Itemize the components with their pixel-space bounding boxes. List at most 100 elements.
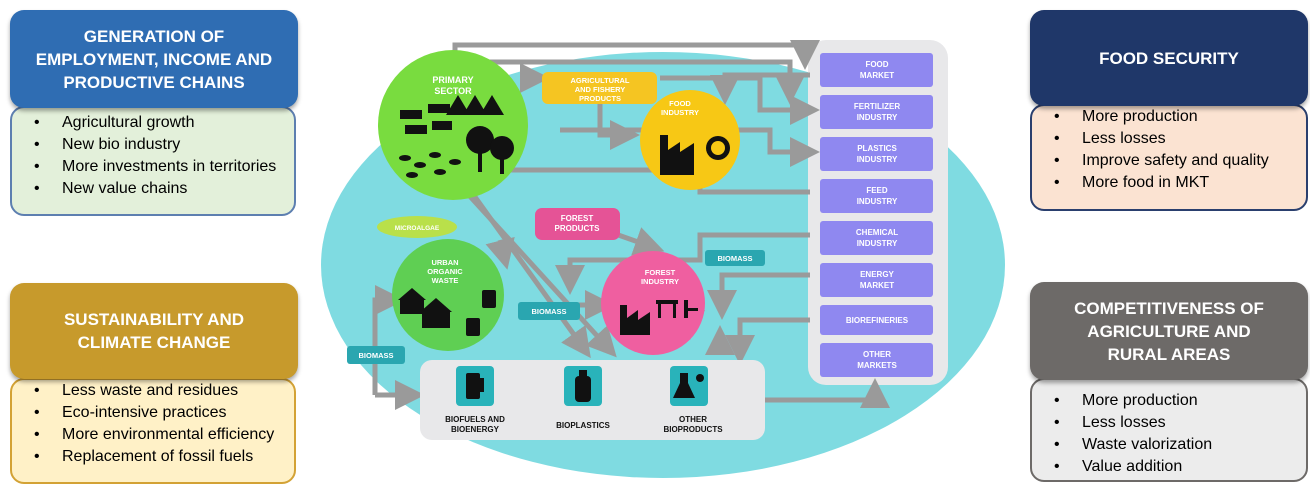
svg-text:AGRICULTURAL: AGRICULTURAL xyxy=(570,76,629,85)
employment-list: Agricultural growth New bio industry Mor… xyxy=(12,112,294,200)
factory-plate-icon xyxy=(660,135,730,175)
forest-products-tag xyxy=(535,208,620,240)
svg-text:PLASTICS: PLASTICS xyxy=(857,144,897,153)
list-item: More production xyxy=(1054,106,1306,128)
svg-text:BIOPRODUCTS: BIOPRODUCTS xyxy=(663,425,723,434)
agri-products-tag xyxy=(542,72,657,104)
list-item: Less losses xyxy=(1054,128,1306,150)
svg-text:INDUSTRY: INDUSTRY xyxy=(857,197,898,206)
svg-text:BIOREFINERIES: BIOREFINERIES xyxy=(846,316,909,325)
biomass-tag-3 xyxy=(347,346,405,364)
list-item: Improve safety and quality xyxy=(1054,150,1306,172)
agri-products-label: AGRICULTURAL AND FISHERY PRODUCTS xyxy=(570,76,629,103)
competitiveness-list: More production Less losses Waste valori… xyxy=(1032,390,1306,478)
biomass-tag-2 xyxy=(518,302,580,320)
market-box xyxy=(820,137,933,171)
houses-trash-icon xyxy=(398,288,496,336)
biomass-label-1: BIOMASS xyxy=(717,254,752,263)
svg-text:INDUSTRY: INDUSTRY xyxy=(857,239,898,248)
livestock-fish-trees-icon xyxy=(399,95,514,178)
employment-card-body: Agricultural growth New bio industry Mor… xyxy=(10,106,296,216)
competitiveness-card-title: COMPETITIVENESS OF AGRICULTURE AND RURAL… xyxy=(1030,282,1308,380)
sustainability-card-title: SUSTAINABILITY AND CLIMATE CHANGE xyxy=(10,283,298,379)
list-item: New value chains xyxy=(34,178,294,200)
list-item: Value addition xyxy=(1054,456,1306,478)
svg-text:FOOD: FOOD xyxy=(865,60,888,69)
list-item: Agricultural growth xyxy=(34,112,294,134)
svg-text:MARKET: MARKET xyxy=(860,281,894,290)
svg-text:INDUSTRY: INDUSTRY xyxy=(857,155,898,164)
forest-industry-label: FOREST INDUSTRY xyxy=(641,268,679,286)
svg-text:WASTE: WASTE xyxy=(432,276,459,285)
svg-text:ENERGY: ENERGY xyxy=(860,270,894,279)
svg-text:MARKET: MARKET xyxy=(860,71,894,80)
biomass-label-2: BIOMASS xyxy=(531,307,566,316)
list-item: Less losses xyxy=(1054,412,1306,434)
list-item: More investments in territories xyxy=(34,156,294,178)
market-box xyxy=(820,305,933,335)
svg-text:INDUSTRY: INDUSTRY xyxy=(661,108,699,117)
svg-text:SECTOR: SECTOR xyxy=(434,86,472,96)
bottle-icon xyxy=(575,370,591,402)
market-box xyxy=(820,343,933,377)
svg-text:CHEMICAL: CHEMICAL xyxy=(856,228,898,237)
microalgae-label: MICROALGAE xyxy=(395,225,440,232)
market-box xyxy=(820,179,933,213)
svg-text:PRIMARY: PRIMARY xyxy=(432,75,473,85)
biomass-tag-1 xyxy=(705,250,765,266)
market-labels: FOOD MARKET FERTILIZER INDUSTRY PLASTICS IN… xyxy=(846,60,909,370)
forest-industry-circle xyxy=(601,251,705,355)
svg-text:FERTILIZER: FERTILIZER xyxy=(854,102,900,111)
urban-waste-label: URBAN ORGANIC WASTE xyxy=(427,258,463,285)
market-box xyxy=(820,263,933,297)
svg-text:BIOENERGY: BIOENERGY xyxy=(451,425,500,434)
list-item: More food in MKT xyxy=(1054,172,1306,194)
factory-furniture-icon xyxy=(620,300,698,335)
svg-text:ORGANIC: ORGANIC xyxy=(427,267,463,276)
svg-text:INDUSTRY: INDUSTRY xyxy=(857,113,898,122)
market-box xyxy=(820,95,933,129)
svg-text:PRODUCTS: PRODUCTS xyxy=(555,224,601,233)
flask-molecule-icon xyxy=(673,373,704,398)
food-security-list: More production Less losses Improve safe… xyxy=(1032,106,1306,194)
food-security-card-body: More production Less losses Improve safe… xyxy=(1030,104,1308,211)
primary-sector-label: PRIMARY SECTOR xyxy=(432,75,473,96)
svg-text:FOREST: FOREST xyxy=(645,268,676,277)
forest-products-label: FOREST PRODUCTS xyxy=(555,214,601,233)
list-item: Replacement of fossil fuels xyxy=(34,446,294,468)
competitiveness-card-body: More production Less losses Waste valori… xyxy=(1030,378,1308,482)
svg-text:INDUSTRY: INDUSTRY xyxy=(641,277,679,286)
primary-sector-circle xyxy=(378,50,528,200)
svg-text:FEED: FEED xyxy=(866,186,888,195)
svg-text:FOREST: FOREST xyxy=(561,214,594,223)
list-item: Waste valorization xyxy=(1054,434,1306,456)
sustainability-list: Less waste and residues Eco-intensive pr… xyxy=(12,380,294,468)
market-box xyxy=(820,53,933,87)
fuel-pump-icon xyxy=(466,373,484,399)
market-box xyxy=(820,221,933,255)
list-item: More environmental efficiency xyxy=(34,424,294,446)
svg-text:URBAN: URBAN xyxy=(431,258,458,267)
list-item: New bio industry xyxy=(34,134,294,156)
svg-text:MARKETS: MARKETS xyxy=(857,361,897,370)
food-security-card-title: FOOD SECURITY xyxy=(1030,10,1308,106)
employment-card-title: GENERATION OF EMPLOYMENT, INCOME AND PRO… xyxy=(10,10,298,108)
svg-text:PRODUCTS: PRODUCTS xyxy=(579,94,621,103)
other-bioproducts-label: OTHER BIOPRODUCTS xyxy=(663,415,723,434)
microalgae-pill xyxy=(377,216,457,238)
biomass-label-3: BIOMASS xyxy=(358,351,393,360)
svg-text:OTHER: OTHER xyxy=(863,350,891,359)
food-industry-label: FOOD INDUSTRY xyxy=(661,99,699,117)
list-item: Eco-intensive practices xyxy=(34,402,294,424)
svg-text:BIOFUELS AND: BIOFUELS AND xyxy=(445,415,505,424)
list-item: More production xyxy=(1054,390,1306,412)
market-boxes xyxy=(820,53,933,377)
list-item: Less waste and residues xyxy=(34,380,294,402)
bioplastics-label: BIOPLASTICS xyxy=(556,421,610,430)
biofuels-label: BIOFUELS AND BIOENERGY xyxy=(445,415,505,434)
svg-text:FOOD: FOOD xyxy=(669,99,691,108)
svg-text:AND FISHERY: AND FISHERY xyxy=(575,85,626,94)
sustainability-card-body: Less waste and residues Eco-intensive pr… xyxy=(10,378,296,484)
svg-text:OTHER: OTHER xyxy=(679,415,707,424)
